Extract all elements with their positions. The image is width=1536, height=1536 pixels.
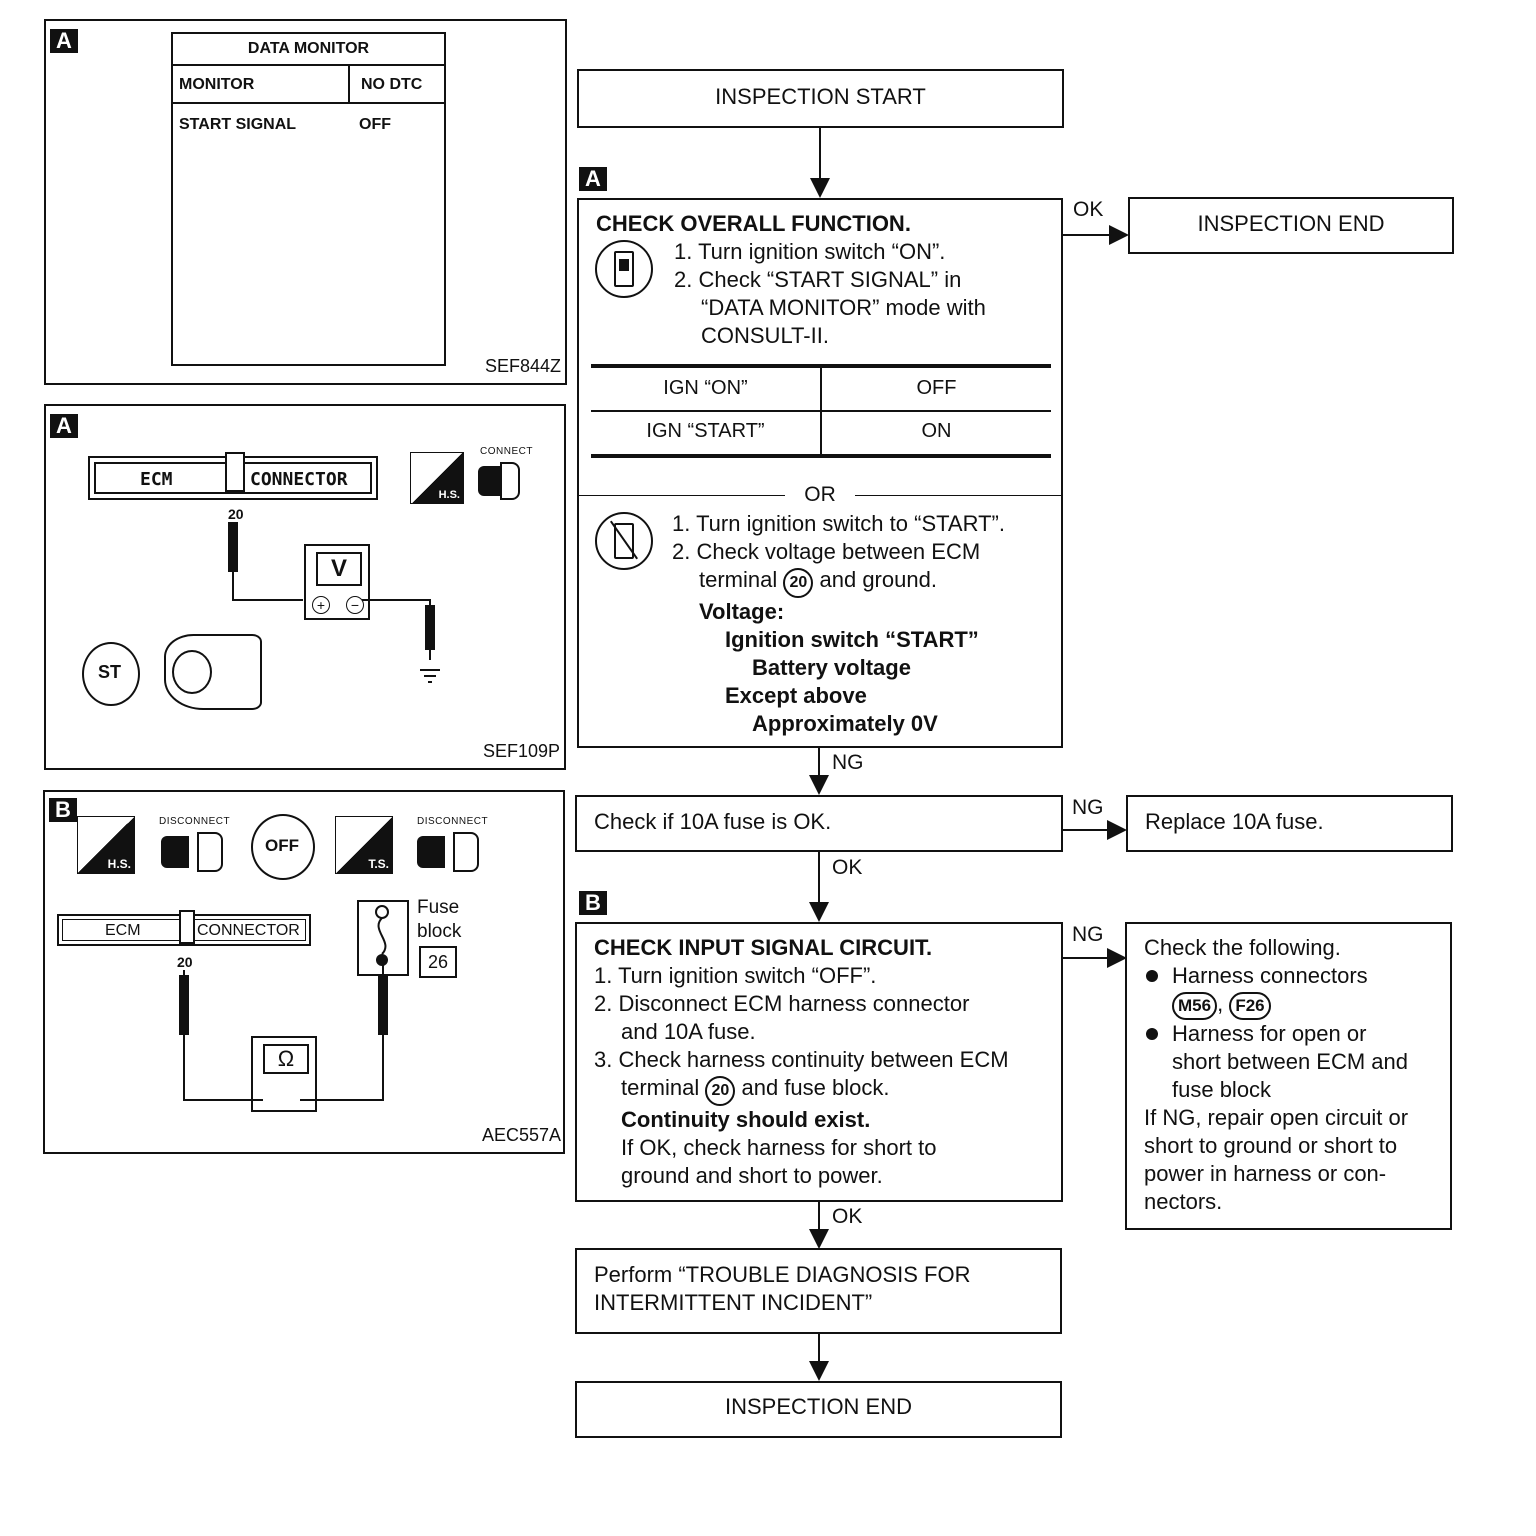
connector-badge-f26: F26: [1229, 992, 1271, 1020]
probe-negative: [425, 605, 435, 650]
minus-terminal: −: [346, 596, 364, 614]
voltmeter: V + −: [304, 544, 370, 620]
screen-title: DATA MONITOR: [247, 40, 370, 57]
voltmeter-display: V: [316, 552, 362, 586]
fuse-terminal-number: 26: [419, 946, 457, 978]
connector-label: CONNECTOR: [250, 469, 348, 490]
disconnect-label: DISCONNECT: [159, 816, 231, 827]
check-following-box: Check the following. Harness connectors …: [1125, 922, 1452, 1230]
ng-label: NG: [1072, 796, 1104, 819]
connector-badge-m56: M56: [1172, 992, 1218, 1020]
inspection-start-box: INSPECTION START: [577, 69, 1064, 128]
connector-latch: [179, 910, 195, 944]
step-text: CHECK INPUT SIGNAL CIRCUIT. 1. Turn igni…: [594, 935, 1009, 1188]
probe-ecm: [179, 975, 189, 1035]
table-value: OFF: [916, 377, 957, 399]
ng-label: NG: [1072, 923, 1104, 946]
ng-label: NG: [832, 751, 864, 774]
disconnect-icon: [417, 830, 483, 874]
panel-tag-b: B: [49, 798, 77, 822]
check-overall-function-box: CHECK OVERALL FUNCTION. 1. Turn ignition…: [577, 198, 1063, 748]
inspection-end-box: INSPECTION END: [1128, 197, 1454, 254]
terminal-20-badge: 20: [705, 1076, 736, 1106]
start-signal-label: START SIGNAL: [179, 116, 297, 133]
result-table: IGN “ON” OFF IGN “START” ON: [591, 364, 1051, 460]
panel-tag-a: A: [50, 414, 78, 438]
ignition-off-icon: OFF: [251, 814, 315, 880]
table-condition: IGN “ON”: [663, 377, 748, 399]
hood-switch-icon: H.S.: [410, 452, 464, 504]
step-text: 1. Turn ignition switch “ON”. 2. Check “…: [674, 239, 986, 348]
check-fuse-box: Check if 10A fuse is OK.: [575, 795, 1063, 852]
step-title: CHECK OVERALL FUNCTION.: [596, 211, 911, 236]
ok-label: OK: [1073, 198, 1104, 221]
step-tag-b: B: [579, 891, 607, 915]
terminal-number: 20: [177, 954, 193, 970]
disconnect-icon: [161, 830, 227, 874]
bullet-icon: [1146, 970, 1158, 982]
screen-divider-2: [173, 102, 444, 104]
or-label: OR: [785, 483, 855, 507]
ohmmeter-display: Ω: [263, 1044, 309, 1074]
panel-voltage-check: A ECM CONNECTOR 20 V + − H.S. CONNECT ST…: [44, 404, 566, 770]
panel-data-monitor: A DATA MONITOR MONITOR NO DTC START SIGN…: [44, 19, 567, 385]
terminal-number: 20: [228, 506, 244, 522]
perform-trouble-diagnosis-box: Perform “TROUBLE DIAGNOSIS FOR INTERMITT…: [575, 1248, 1062, 1334]
ok-label: OK: [832, 856, 863, 879]
hood-switch-icon: H.S.: [77, 816, 135, 874]
probe-fuse: [378, 975, 388, 1035]
inspection-end-box: INSPECTION END: [575, 1381, 1062, 1438]
table-value: ON: [921, 420, 952, 442]
trunk-switch-icon: T.S.: [335, 816, 393, 874]
figure-code: SEF109P: [482, 741, 560, 761]
check-following-text: Check the following. Harness connectors …: [1144, 935, 1409, 1214]
panel-continuity-check: B H.S. DISCONNECT OFF T.S. DISCONNECT EC…: [43, 790, 565, 1154]
connect-label: CONNECT: [480, 446, 533, 457]
start-signal-value: OFF: [359, 116, 391, 133]
plus-terminal: +: [312, 596, 330, 614]
probe-positive: [228, 522, 238, 572]
terminal-20-badge: 20: [783, 568, 814, 598]
figure-code: AEC557A: [481, 1125, 561, 1145]
no-consult-icon: [595, 512, 653, 570]
ecm-connector: ECM CONNECTOR: [57, 910, 311, 946]
ground-symbol: [420, 669, 440, 683]
screen-divider: [173, 64, 444, 66]
table-condition: IGN “START”: [646, 420, 765, 442]
ecm-label: ECM: [105, 922, 141, 939]
fuse-element: [377, 917, 387, 955]
consult-icon: [595, 240, 653, 298]
connector-label: CONNECTOR: [197, 922, 300, 939]
fuse-contact-bottom: [376, 954, 388, 966]
connect-icon: [478, 462, 522, 500]
engine-icon: [164, 634, 262, 710]
figure-code: SEF844Z: [484, 356, 561, 376]
ecm-connector: ECM CONNECTOR: [88, 452, 378, 500]
alternative-step-text: 1. Turn ignition switch to “START”. 2. C…: [672, 511, 1005, 736]
ignition-key-icon: ST: [82, 642, 140, 706]
replace-fuse-box: Replace 10A fuse.: [1126, 795, 1453, 852]
bullet-icon: [1146, 1028, 1158, 1040]
connector-latch: [225, 452, 245, 492]
ecm-label: ECM: [140, 469, 173, 490]
disconnect-label: DISCONNECT: [417, 816, 489, 827]
check-input-signal-box: CHECK INPUT SIGNAL CIRCUIT. 1. Turn igni…: [575, 922, 1063, 1202]
no-dtc-label: NO DTC: [361, 76, 423, 93]
ok-label: OK: [832, 1205, 863, 1228]
panel-tag-a: A: [50, 29, 78, 53]
ohmmeter: Ω: [251, 1036, 317, 1112]
consult-screen: DATA MONITOR MONITOR NO DTC START SIGNAL…: [171, 32, 446, 366]
screen-vertical-divider: [348, 64, 350, 102]
fuse-block-label: Fuse block: [417, 897, 462, 942]
step-tag-a: A: [579, 167, 607, 191]
monitor-label: MONITOR: [179, 76, 255, 93]
